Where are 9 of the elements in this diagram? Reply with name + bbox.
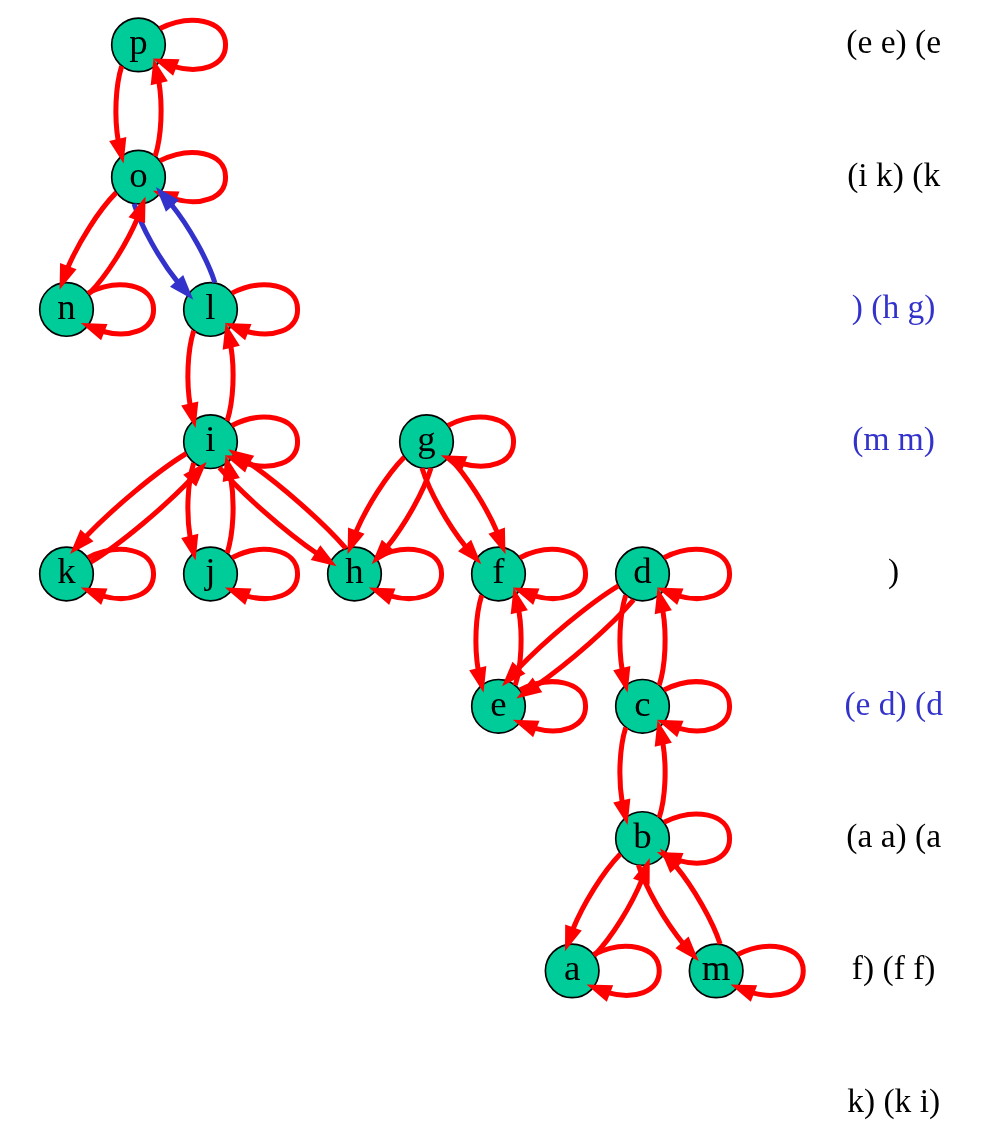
label: (e d) (d xyxy=(843,684,943,722)
label: (e e) (e xyxy=(845,23,941,61)
label: k) (k i) xyxy=(846,1081,940,1119)
label: (i k) (k xyxy=(846,155,940,193)
label: ) xyxy=(887,552,899,590)
label: f) (f f) xyxy=(851,949,935,987)
label: (a a) (a xyxy=(845,816,941,854)
label: (m m) xyxy=(851,420,935,458)
label: ) (h g) xyxy=(851,287,935,325)
